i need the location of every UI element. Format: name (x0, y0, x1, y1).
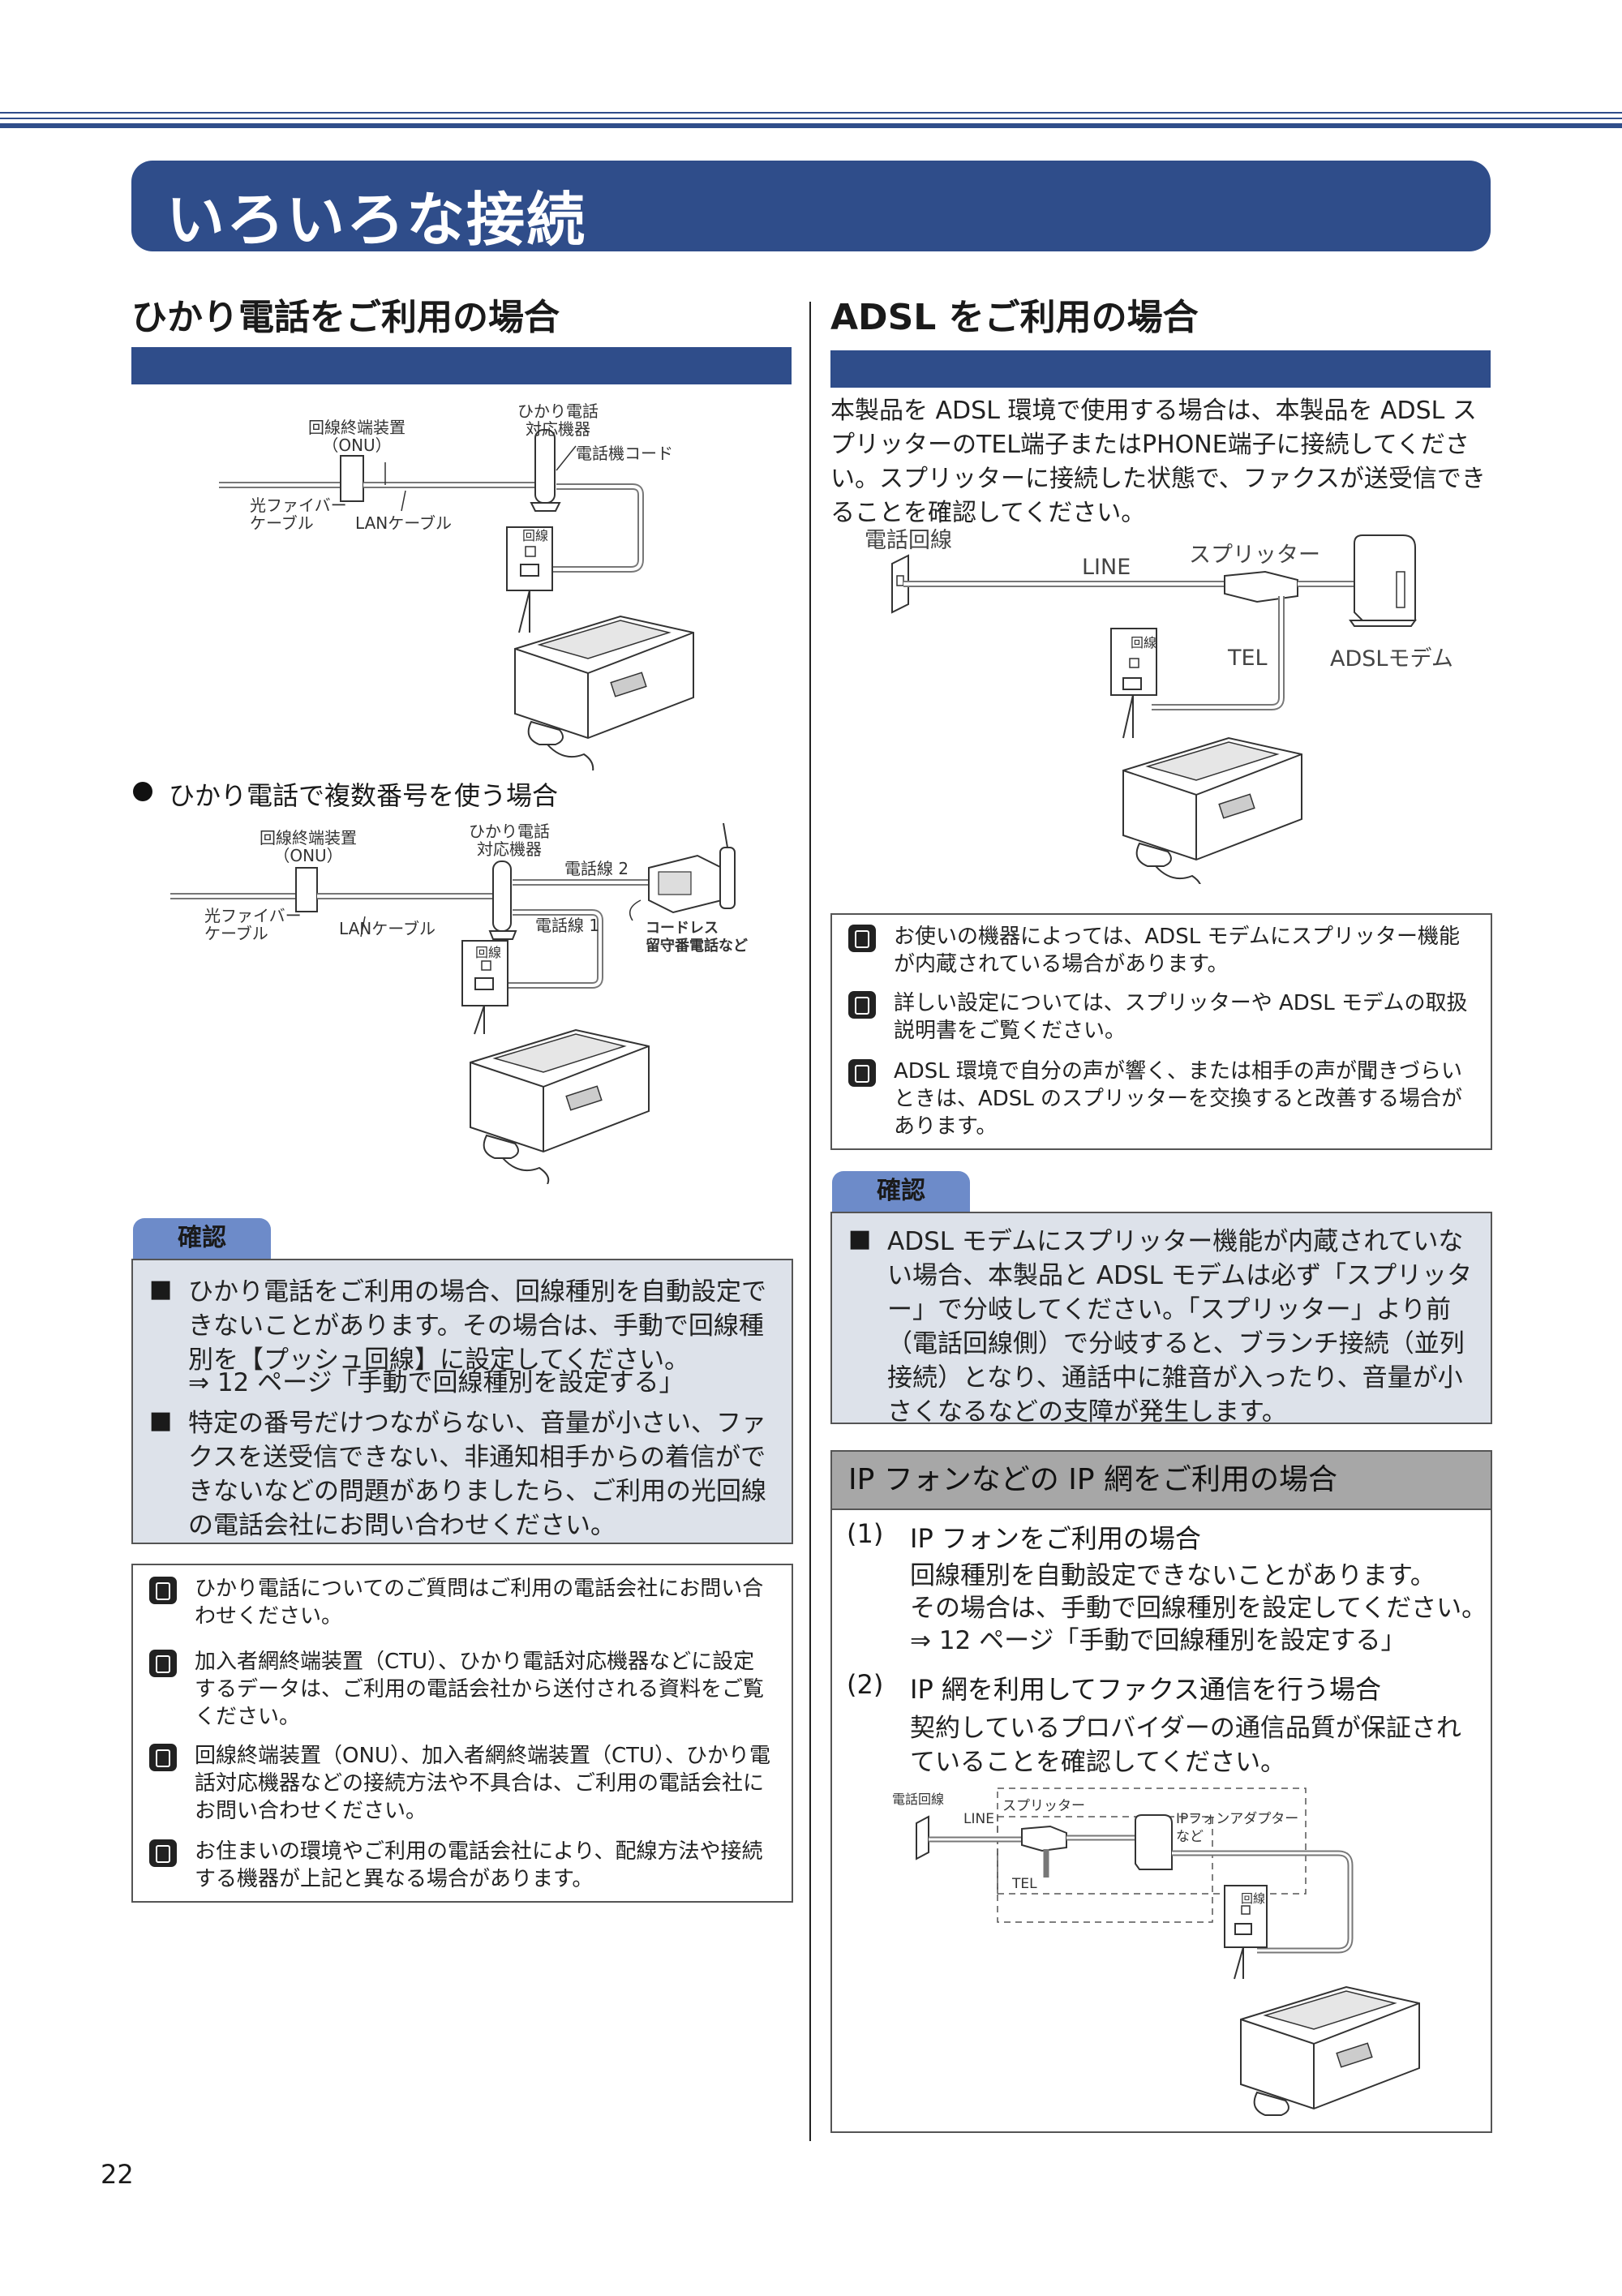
section-band (830, 350, 1491, 388)
section-heading-hikari: ひかり電話をご利用の場合 (131, 297, 560, 338)
memo-item: ADSL 環境で自分の声が響く、または相手の声が聞きづらいときは、ADSL のス… (894, 1059, 1463, 1139)
ip-item1-ref: ⇒ 12 ページ「手動で回線種別を設定する」 (910, 1626, 1406, 1655)
memo-item: お住まいの環境やご利用の電話会社により、配線方法や接続する機器が上記と異なる場合… (195, 1839, 763, 1891)
ip-adapter-label: IPフォンアダプター など (1176, 1811, 1299, 1845)
ip-item1-body2: その場合は、手動で回線種別を設定してください。 (910, 1594, 1487, 1623)
fiber-label-2: 光ファイバー ケーブル (204, 906, 302, 943)
ip-item1-body1: 回線種別を自動設定できないことがあります。 (910, 1561, 1435, 1590)
memo-item: 加入者網終端装置（CTU）、ひかり電話対応機器などに設定するデータは、ご利用の電… (195, 1650, 765, 1729)
ip-splitter-label: スプリッター (1002, 1798, 1085, 1814)
hikari-device-label-2: ひかり電話 対応機器 (469, 822, 550, 859)
phone-cord-label: 電話機コード (576, 444, 673, 463)
kakunin-tab: 確認 (832, 1171, 970, 1212)
memo-item: お使いの機器によっては、ADSL モデムにスプリッター機能が内蔵されている場合が… (894, 925, 1460, 976)
modem-label: ADSLモデム (1330, 646, 1453, 672)
adsl-connection-diagram (891, 534, 1417, 884)
memo-icon (848, 991, 876, 1019)
splitter-label: スプリッター (1189, 543, 1320, 568)
hikari-connection-diagram (219, 429, 694, 770)
ip-section-header: IP フォンなどの IP 網をご利用の場合 (830, 1450, 1492, 1510)
ip-line-port-label: 回線 (1241, 1891, 1266, 1906)
page-number: 22 (101, 2159, 134, 2190)
ip-tel-label: TEL (1012, 1876, 1037, 1892)
title-banner (131, 161, 1491, 251)
memo-icon (848, 925, 876, 952)
memo-icon (149, 1650, 177, 1677)
memo-box-right (830, 913, 1492, 1150)
ip-connection-diagram (916, 1787, 1420, 2116)
kakunin-bullet: ■ (848, 1225, 872, 1253)
memo-item: 詳しい設定については、スプリッターや ADSL モデムの取扱説明書をご覧ください… (894, 991, 1468, 1043)
ip-item2-num: (2) (847, 1669, 884, 1700)
header-rule (0, 123, 1622, 128)
header-rule (0, 112, 1622, 114)
memo-icon (848, 1059, 876, 1087)
tel-label: TEL (1228, 646, 1268, 671)
kakunin-item-right: ADSL モデムにスプリッター機能が内蔵されていない場合、本製品と ADSL モ… (887, 1227, 1473, 1427)
ip-phone-line-label: 電話回線 (892, 1792, 945, 1807)
ip-item1-title: IP フォンをご利用の場合 (910, 1523, 1201, 1554)
ip-item2-body: 契約しているプロバイダーの通信品質が保証されていることを確認してください。 (910, 1714, 1461, 1777)
memo-icon (149, 1839, 177, 1867)
memo-icon (149, 1744, 177, 1771)
kakunin-bullet: ■ (149, 1275, 173, 1303)
line2-label: 電話線 2 (564, 859, 629, 878)
kakunin-tab: 確認 (133, 1218, 271, 1259)
adsl-intro: 本製品を ADSL 環境で使用する場合は、本製品を ADSL スプリッターのTE… (830, 397, 1486, 527)
phone-line-label: 電話回線 (865, 528, 952, 553)
onu-label-2: 回線終端装置 （ONU） (260, 828, 357, 865)
line-port-label-2: 回線 (475, 945, 502, 960)
ip-item1-num: (1) (847, 1518, 884, 1549)
kakunin-bullet: ■ (149, 1406, 173, 1435)
kakunin-box (131, 1259, 793, 1544)
section-band (131, 347, 792, 384)
ip-item2-title: IP 網を利用してファクス通信を行う場合 (910, 1674, 1381, 1705)
memo-box-left (131, 1564, 793, 1903)
fiber-label: 光ファイバー ケーブル (250, 496, 347, 533)
line-port-label: 回線 (522, 528, 549, 543)
lan-label-2: LANケーブル (339, 919, 436, 938)
bullet-dot (133, 782, 152, 801)
page-title: いろいろな接続 (166, 186, 587, 254)
sub-heading-multiple-numbers: ひかり電話で複数番号を使う場合 (169, 780, 559, 811)
kakunin-item-2: 特定の番号だけつながらない、音量が小さい、ファクスを送受信できない、非通知相手か… (188, 1409, 766, 1540)
hikari-device-label: ひかり電話 対応機器 (517, 401, 599, 439)
column-divider (809, 302, 811, 2141)
line-port-label-3: 回線 (1131, 635, 1157, 650)
line-label: LINE (1082, 555, 1131, 580)
cordless-label: コードレス 留守番電話など (646, 920, 748, 955)
lan-label: LANケーブル (355, 513, 453, 533)
hikari-multi-number-diagram (170, 822, 736, 1184)
memo-icon (149, 1577, 177, 1604)
memo-item: 回線終端装置（ONU）、加入者網終端装置（CTU）、ひかり電話対応機器などの接続… (195, 1744, 771, 1823)
line1-label: 電話線 1 (535, 916, 600, 935)
header-rule (0, 118, 1622, 119)
ip-line-label: LINE (963, 1811, 994, 1827)
ip-section-frame (830, 1510, 1492, 2133)
kakunin-box-right (830, 1212, 1492, 1424)
memo-item: ひかり電話についてのご質問はご利用の電話会社にお問い合わせください。 (195, 1577, 764, 1629)
onu-label: 回線終端装置 （ONU） (308, 418, 406, 455)
kakunin-ref: ⇒ 12 ページ「手動で回線種別を設定する」 (188, 1368, 684, 1397)
section-heading-adsl: ADSL をご利用の場合 (830, 297, 1199, 338)
kakunin-item-1: ひかり電話をご利用の場合、回線種別を自動設定できないことがあります。その場合は、… (188, 1277, 766, 1375)
